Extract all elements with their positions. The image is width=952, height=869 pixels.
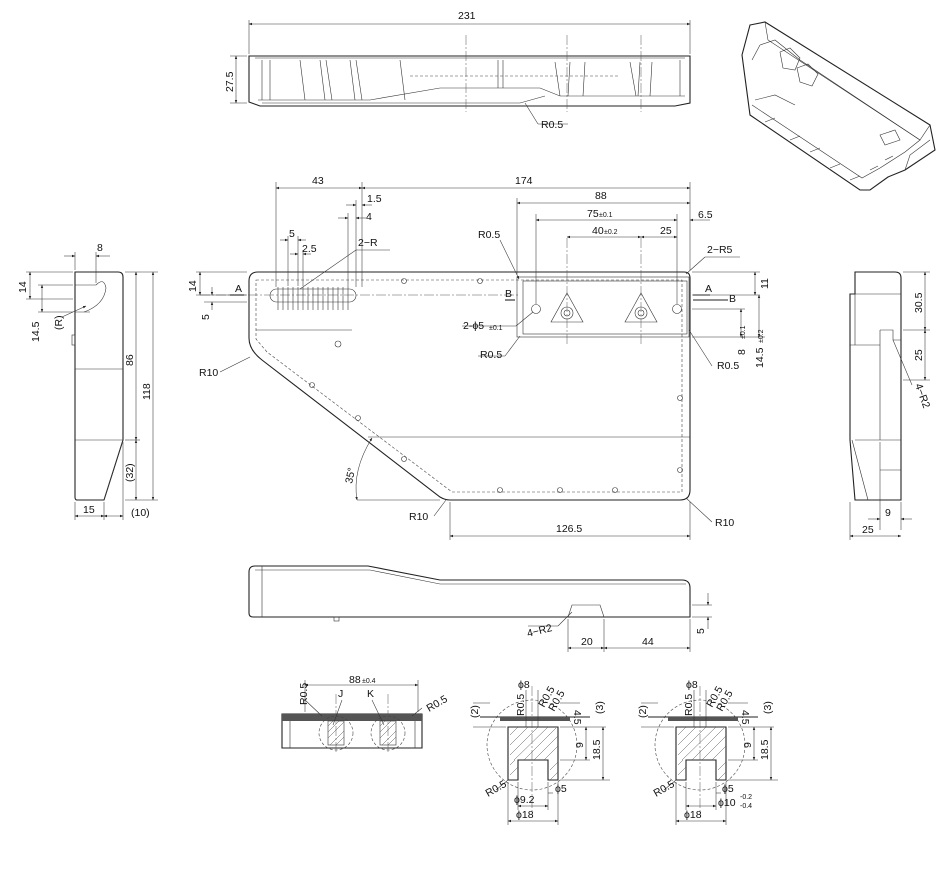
right-radius-4r2: 4−R2 xyxy=(912,382,932,410)
bottom-radius-4r2: 4−R2 xyxy=(526,622,554,640)
front-dim-14: 14 xyxy=(187,280,199,292)
section-b-b: 88 ±0.4 R0.5 R0.5 J K xyxy=(281,674,450,752)
detail-k-tol-10-lower: -0.4 xyxy=(740,803,752,810)
front-dim-8: 8 xyxy=(736,349,748,355)
front-dim-25: 25 xyxy=(660,225,672,237)
front-dim-174: 174 xyxy=(515,175,533,187)
detail-j-r0-5-bottom: R0.5 xyxy=(484,778,509,800)
detail-k-dia-18: ϕ18 xyxy=(684,809,702,821)
detail-j: ϕ8 R0.5 R0.5 R0.5 4.5 (2) (3) 9 18.5 R0.… xyxy=(469,679,610,825)
front-dim-1-5: 1.5 xyxy=(367,193,382,205)
front-dim-2-5: 2.5 xyxy=(302,243,317,255)
detail-k: ϕ8 R0.5 R0.5 R0.5 4.5 (2) (3) 9 18.5 R0.… xyxy=(637,679,778,825)
left-dim-14: 14 xyxy=(17,281,29,293)
front-dim-6-5: 6.5 xyxy=(698,209,713,221)
detail-k-dia-5: ϕ5 xyxy=(722,783,734,795)
front-r0-5-top: R0.5 xyxy=(478,229,500,241)
right-dim-25-v: 25 xyxy=(913,349,925,361)
detail-k-dim-9: 9 xyxy=(742,742,754,748)
left-dim-86: 86 xyxy=(124,354,136,366)
detail-j-dim-9: 9 xyxy=(574,742,586,748)
detail-j-dia-18: ϕ18 xyxy=(516,809,534,821)
detail-j-dim-4-5: 4.5 xyxy=(571,710,583,725)
isometric-view xyxy=(741,21,936,191)
detail-k-dim-3: (3) xyxy=(762,701,774,714)
front-radius-2r5: 2−R5 xyxy=(707,244,733,256)
right-dim-25-h: 25 xyxy=(862,524,874,536)
left-radius-r: (R) xyxy=(53,315,65,330)
left-dim-15: 15 xyxy=(83,504,95,516)
front-angle-35: 35° xyxy=(343,467,358,485)
section-b-right: B xyxy=(729,293,736,305)
front-dim-14-5: 14.5 xyxy=(754,347,766,368)
detail-k-tol-10-upper: -0.2 xyxy=(740,794,752,801)
front-dim-75: 75 xyxy=(587,208,599,220)
front-tol-40: ±0.2 xyxy=(604,229,618,236)
section-a-left: A xyxy=(235,283,242,295)
bottom-view: 4−R2 20 44 5 xyxy=(248,565,712,652)
front-dim-5: 5 xyxy=(289,228,295,240)
front-dim-5-left: 5 xyxy=(200,314,212,320)
ejector-marks xyxy=(309,278,683,493)
left-dim-118: 118 xyxy=(141,383,153,400)
front-dim-40: 40 xyxy=(592,225,604,237)
front-r10-left: R10 xyxy=(199,367,218,379)
detail-k-dia-8: ϕ8 xyxy=(686,679,698,691)
left-dim-32: (32) xyxy=(124,463,136,482)
rack-teeth xyxy=(277,287,349,310)
detail-j-dim-2: (2) xyxy=(469,705,481,718)
detail-j-dim-18-5: 18.5 xyxy=(591,739,603,760)
left-side-view: 8 14 14.5 (R) 86 118 (32) 15 (10) xyxy=(17,242,158,520)
bottom-dim-5: 5 xyxy=(695,628,707,634)
bottom-dim-20: 20 xyxy=(581,636,593,648)
top-r0-5: R0.5 xyxy=(541,119,563,131)
section-r0-5-right: R0.5 xyxy=(425,693,450,715)
front-dim-11: 11 xyxy=(759,278,771,289)
right-side-view: 30.5 25 4−R2 9 25 xyxy=(849,271,932,540)
left-dim-14-5: 14.5 xyxy=(30,321,42,342)
front-r0-5-right: R0.5 xyxy=(717,360,739,372)
front-hole-tol: ±0.1 xyxy=(489,325,503,332)
left-dim-10: (10) xyxy=(131,507,150,519)
front-view: 43 174 1.5 4 5 2.5 2−R 88 75 ±0.1 xyxy=(187,175,771,540)
front-tol-75: ±0.1 xyxy=(599,212,613,219)
top-view: 231 27.5 R0.5 xyxy=(224,10,691,131)
left-dim-8: 8 xyxy=(97,242,103,254)
detail-j-dia-5: ϕ5 xyxy=(555,783,567,795)
top-dim-231: 231 xyxy=(458,10,476,22)
detail-j-dim-3: (3) xyxy=(594,701,606,714)
front-r10-right: R10 xyxy=(715,517,734,529)
section-detail-j: J xyxy=(338,688,343,700)
front-r0-5-bottom: R0.5 xyxy=(480,349,502,361)
detail-j-r0-5-a: R0.5 xyxy=(515,694,527,716)
front-tol-8: ±0.1 xyxy=(740,325,747,339)
bottom-dim-44: 44 xyxy=(642,636,654,648)
front-dim-43: 43 xyxy=(312,175,324,187)
section-dim-88: 88 xyxy=(349,674,361,686)
front-radius-2r: 2−R xyxy=(358,237,378,249)
detail-k-dim-2: (2) xyxy=(637,705,649,718)
detail-k-dim-18-5: 18.5 xyxy=(759,739,771,760)
detail-k-dia-10: ϕ10 xyxy=(718,797,736,809)
detail-k-r0-5-a: R0.5 xyxy=(683,694,695,716)
section-detail-k: K xyxy=(367,688,374,700)
front-r10-bottom: R10 xyxy=(409,511,428,523)
right-dim-30-5: 30.5 xyxy=(913,292,925,313)
detail-k-r0-5-bottom: R0.5 xyxy=(652,778,677,800)
front-dim-4: 4 xyxy=(366,211,372,223)
front-tol-14-5: ±0.2 xyxy=(758,329,765,343)
detail-j-dia-9-2: ϕ9.2 xyxy=(514,794,535,806)
front-hole-callout: 2-ϕ5 xyxy=(463,320,484,332)
right-dim-9: 9 xyxy=(885,507,891,519)
detail-k-dim-4-5: 4.5 xyxy=(739,710,751,725)
section-r0-5-left: R0.5 xyxy=(298,683,310,705)
section-tol-88: ±0.4 xyxy=(362,678,376,685)
front-dim-126-5: 126.5 xyxy=(556,523,582,535)
front-dim-88: 88 xyxy=(595,190,607,202)
detail-j-dia-8: ϕ8 xyxy=(518,679,530,691)
top-dim-27-5: 27.5 xyxy=(224,71,236,92)
section-a-right: A xyxy=(705,283,712,295)
section-b-left: B xyxy=(505,288,512,300)
